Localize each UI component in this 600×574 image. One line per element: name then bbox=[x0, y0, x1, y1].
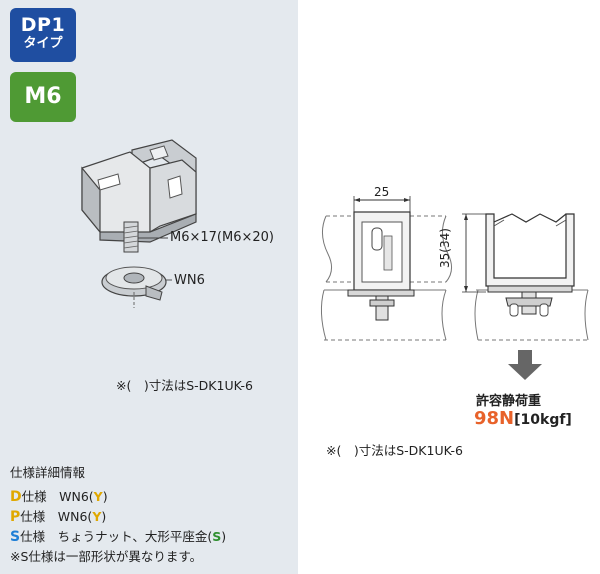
spec-letter: P bbox=[10, 509, 21, 525]
spec-text: 仕様 WN6( bbox=[20, 509, 93, 524]
load-newton: 98N bbox=[474, 408, 515, 429]
spec-code: S bbox=[212, 529, 222, 544]
spec-letter: S bbox=[10, 529, 21, 545]
spec-line-d: D仕様 WN6(Y) bbox=[10, 486, 108, 505]
left-dimension-note: ※( )寸法はS-DK1UK-6 bbox=[116, 378, 253, 393]
load-kgf: [10kgf] bbox=[514, 412, 572, 428]
size-badge: M6 bbox=[10, 72, 76, 122]
spec-code: Y bbox=[93, 489, 103, 504]
product-illustration bbox=[81, 139, 197, 308]
spec-line-p: P仕様 WN6(Y) bbox=[10, 506, 106, 525]
spec-tail: ) bbox=[101, 509, 107, 524]
width-dimension: 25 bbox=[374, 185, 390, 199]
right-dimension-note: ※( )寸法はS-DK1UK-6 bbox=[326, 443, 463, 458]
type-badge-sub: タイプ bbox=[23, 36, 63, 51]
height-dimension: 35(34) bbox=[438, 228, 452, 268]
spec-letter: D bbox=[10, 489, 22, 505]
spec-tail: ) bbox=[221, 529, 227, 544]
side-view-drawing bbox=[462, 213, 589, 341]
type-badge-main: DP1 bbox=[20, 14, 66, 36]
spec-line-s: S仕様 ちょうナット、大形平座金(S) bbox=[10, 526, 226, 545]
allowable-load-label: 許容静荷重 bbox=[476, 394, 542, 409]
spec-code: Y bbox=[92, 509, 102, 524]
bolt-callout: M6×17(M6×20) bbox=[170, 230, 274, 245]
type-badge: DP1 タイプ bbox=[10, 8, 76, 62]
spec-footnote: ※S仕様は一部形状が異なります。 bbox=[10, 549, 203, 564]
spec-tail: ) bbox=[102, 489, 108, 504]
load-arrow-icon bbox=[508, 350, 542, 380]
front-view-drawing bbox=[320, 196, 452, 341]
allowable-load-value: 98N[10kgf] bbox=[474, 408, 572, 429]
washer-callout: WN6 bbox=[174, 273, 205, 288]
spec-text: 仕様 ちょうナット、大形平座金( bbox=[20, 529, 213, 544]
spec-title: 仕様詳細情報 bbox=[10, 465, 86, 480]
spec-text: 仕様 WN6( bbox=[21, 489, 94, 504]
